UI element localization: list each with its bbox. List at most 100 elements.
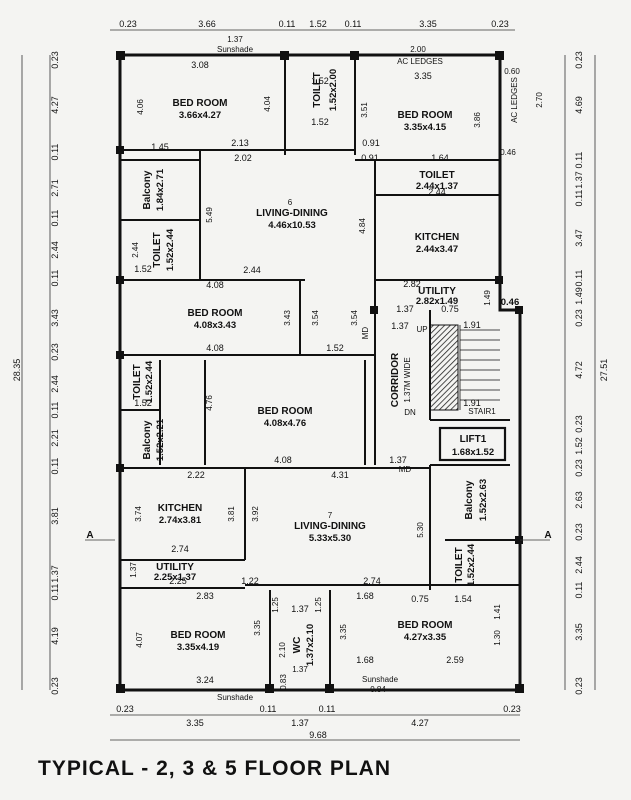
utility-left-name: UTILITY: [156, 562, 194, 573]
inner-dim: 3.35: [253, 620, 262, 636]
inner-dim: 1.45: [151, 142, 169, 152]
utility-right-size: 2.82x1.49: [416, 296, 458, 307]
left-dim-16: 4.19: [50, 627, 60, 645]
right-dim-13: 2.63: [574, 491, 584, 509]
inner-dim: 2.02: [234, 153, 252, 163]
right-dim-1: 4.69: [574, 96, 584, 114]
bottom-dim-5: 4.27: [411, 718, 429, 728]
toilet-left-2-size: 1.52x2.44: [144, 360, 155, 403]
lift-shaft: [438, 426, 507, 462]
living-6-num: 6: [288, 198, 293, 207]
inner-dim: 3.86: [473, 112, 482, 128]
top-dim-1: 3.66: [198, 19, 216, 29]
inner-dim: 1.52: [134, 264, 152, 274]
inner-dim: 4.07: [135, 632, 144, 648]
inner-dim: 3.51: [360, 102, 369, 118]
inner-dim: 1.22: [241, 576, 259, 586]
inner-dim: 3.35: [414, 71, 432, 81]
balcony-top-size: 1.84x2.71: [155, 168, 166, 211]
left-dim-7: 3.43: [50, 309, 60, 327]
living-7-name: LIVING-DINING: [294, 521, 366, 532]
inner-dim: 2.00: [410, 45, 426, 54]
inner-dim: 1.52: [134, 398, 152, 408]
inner-dim: 1.37: [227, 35, 243, 44]
inner-dim: 3.54: [311, 310, 320, 326]
inner-dim: 3.35: [339, 624, 348, 640]
inner-dim: 1.49: [483, 290, 492, 306]
inner-dim: 1.25: [271, 597, 280, 613]
inner-dim: 1.37: [396, 304, 414, 314]
bed-mid-left-size: 4.08x3.43: [194, 320, 236, 331]
bed-top-left-name: BED ROOM: [173, 98, 228, 109]
bed-bottom-left-size: 3.35x4.19: [177, 642, 219, 653]
inner-dim: 1.37: [391, 321, 409, 331]
bottom-dims: 0.23 3.35 0.11 1.37 0.11 4.27 0.23 9.68: [116, 704, 521, 740]
inner-dim: 1.25: [314, 597, 323, 613]
left-dim-9: 2.44: [50, 375, 60, 393]
notes: Sunshade AC LEDGES AC LEDGES Sunshade Su…: [86, 45, 551, 702]
inner-dim: 4.31: [331, 470, 349, 480]
left-dim-14: 1.37: [50, 565, 60, 583]
right-dim-2: 0.11: [574, 152, 584, 169]
left-dim-0: 0.23: [50, 51, 60, 69]
mark-046: 0.46: [501, 297, 520, 308]
bottom-dim-1: 3.35: [186, 718, 204, 728]
toilet-top-size: 1.52x2.00: [328, 69, 339, 111]
inner-dim: 2.44: [243, 265, 261, 275]
living-6-name: LIVING-DINING: [256, 208, 328, 219]
kitchen-left-size: 2.74x3.81: [159, 515, 202, 526]
toilet-right-low-size: 1.52x2.44: [466, 543, 477, 586]
inner-dim: 4.04: [263, 96, 272, 112]
toilet-left-2-name: TOILET: [132, 364, 143, 399]
right-dim-0: 0.23: [574, 51, 584, 69]
inner-dim: 1.52: [311, 117, 329, 127]
bottom-dim-4: 0.11: [319, 704, 336, 714]
top-dim-4: 0.11: [345, 19, 362, 29]
left-dim-5: 2.44: [50, 241, 60, 259]
inner-dim: 5.30: [416, 522, 425, 538]
inner-dim: 1.30: [493, 630, 502, 646]
inner-dim: 2.13: [231, 138, 249, 148]
inner-dim: 3.08: [191, 60, 209, 70]
inner-dim: 1.91: [463, 398, 481, 408]
right-dim-14: 0.23: [574, 523, 584, 541]
inner-dim: 2.22: [187, 470, 205, 480]
left-dim-12: 0.11: [50, 458, 60, 475]
left-dim-8: 0.23: [50, 343, 60, 361]
inner-dim: 2.10: [278, 642, 287, 658]
right-dim-18: 0.23: [574, 677, 584, 695]
left-dim-1: 4.27: [50, 96, 60, 114]
inner-dim: 0.91: [361, 153, 379, 163]
living-7-size: 5.33x5.30: [309, 533, 351, 544]
kitchen-right-size: 2.44x3.47: [416, 244, 458, 255]
right-dim-11: 1.52: [574, 437, 584, 455]
balcony-right-name: Balcony: [464, 480, 475, 519]
kitchen-left-name: KITCHEN: [158, 503, 202, 514]
balcony-right-size: 1.52x2.63: [478, 479, 489, 521]
inner-dim: 1.41: [493, 604, 502, 620]
living-7-num: 7: [328, 511, 333, 520]
inner-dim: 4.84: [358, 218, 367, 234]
right-dim-6: 0.11: [574, 270, 584, 287]
bed-mid-left-name: BED ROOM: [188, 308, 243, 319]
bottom-dim-6: 0.23: [503, 704, 521, 714]
inner-dim: 4.76: [205, 395, 214, 411]
inner-dim: 3.81: [227, 506, 236, 522]
inner-dim: 0.91: [362, 138, 380, 148]
inner-dim: 1.37: [292, 665, 308, 674]
inner-dim: 1.37: [291, 604, 309, 614]
inner-dim: 1.52: [311, 76, 329, 86]
stair-hatch: [429, 324, 459, 411]
inner-dim: 1.68: [356, 655, 374, 665]
right-dim-17: 3.35: [574, 623, 584, 641]
left-dim-13: 3.81: [50, 507, 60, 525]
top-dim-6: 0.23: [491, 19, 509, 29]
lift-size: 1.68x1.52: [452, 447, 494, 458]
md-mark-1: MD: [399, 465, 412, 474]
plan-title: TYPICAL - 2, 3 & 5 FLOOR PLAN: [38, 757, 391, 780]
inner-dim: 0.84: [370, 685, 386, 694]
inner-dim: 2.74: [363, 576, 381, 586]
bed-bottom-right-name: BED ROOM: [398, 620, 453, 631]
left-dim-11: 2.21: [50, 429, 60, 447]
right-dim-5: 3.47: [574, 229, 584, 247]
